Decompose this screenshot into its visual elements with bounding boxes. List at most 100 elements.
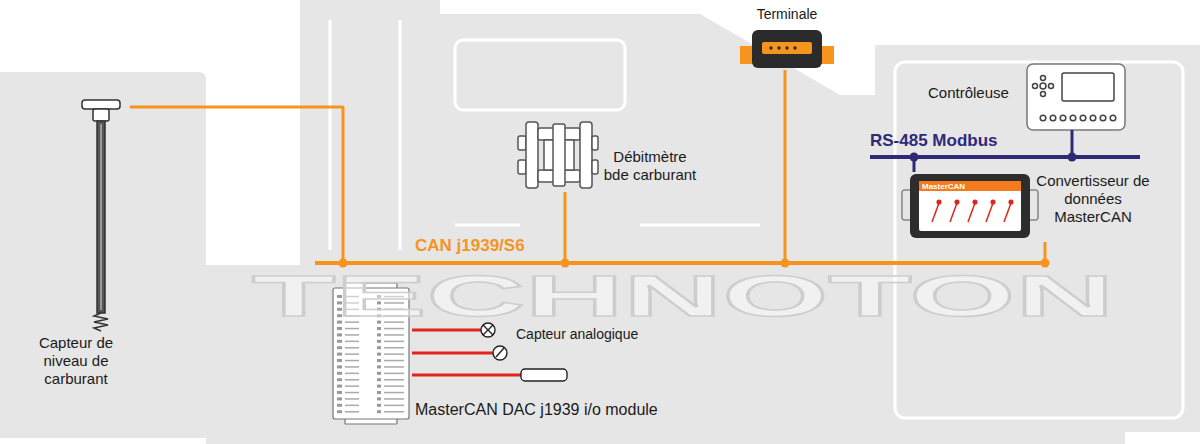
module-pin [337, 321, 342, 324]
bus-band: CAN j1939/S6 [315, 261, 1048, 265]
connector-line [412, 352, 478, 355]
module-pin [337, 308, 342, 311]
fuel-level-sensor [101, 124, 102, 310]
pin-marking [384, 360, 404, 362]
led-indicators [955, 200, 959, 204]
module-pin [337, 346, 342, 349]
led-indicators [1009, 200, 1013, 204]
controller-device [1100, 115, 1106, 121]
analog-sensor-symbols [478, 352, 493, 355]
terminal-device [740, 30, 834, 68]
io-module-node: MasterCAN DAC j1939 i/o module [330, 283, 412, 424]
analog-sensor-symbols [483, 325, 493, 335]
watermark: TECHNOTON [252, 267, 1114, 325]
controller-device [1040, 115, 1046, 121]
analog-sensor-symbols [496, 348, 504, 357]
controller-device [1027, 64, 1125, 130]
io-module [333, 283, 409, 424]
converter-node: MasterCANConvertisseur de données Master… [900, 172, 1152, 242]
terminal-device [769, 46, 772, 49]
module-pin [337, 365, 342, 368]
module-pin [377, 308, 381, 311]
module-pin [337, 391, 342, 394]
io-module [333, 288, 409, 419]
pin-marking [345, 328, 359, 330]
fuel-level-sensor [82, 100, 120, 109]
analog-sensor-symbols [478, 374, 521, 377]
pin-marking [345, 296, 359, 298]
terminal-device [762, 42, 812, 54]
controller-device [1090, 115, 1096, 121]
module-pin [337, 314, 342, 317]
pin-marking [345, 353, 359, 355]
controller-node: Contrôleuse [924, 60, 1128, 130]
module-pin [377, 378, 381, 381]
pin-marking [384, 392, 404, 394]
connector-line [412, 329, 478, 332]
analog-sensor-symbols [521, 369, 567, 381]
fuel-flowmeter [518, 160, 526, 174]
pin-marking [345, 334, 359, 336]
analog-wire [412, 330, 478, 331]
device-label: Terminale [738, 6, 836, 23]
module-pin [377, 372, 381, 375]
pin-marking [345, 366, 359, 368]
fuel-level-sensor [97, 121, 105, 313]
bus-label: CAN j1939/S6 [415, 236, 525, 256]
pin-marking [384, 302, 404, 304]
module-pin [337, 353, 342, 356]
silhouette-detail [330, 20, 1183, 418]
pin-marking [384, 296, 404, 298]
module-pin [337, 327, 342, 330]
controller-device [1070, 115, 1076, 121]
module-pin [337, 340, 342, 343]
pin-marking [345, 398, 359, 400]
pin-marking [384, 385, 404, 387]
module-pin [377, 346, 381, 349]
terminal-device [752, 30, 822, 68]
module-pin [377, 410, 381, 413]
pin-marking [384, 334, 404, 336]
module-pin [337, 333, 342, 336]
pin-marking [345, 302, 359, 304]
data-converter [902, 174, 1038, 238]
analog-sensor-symbols [481, 323, 495, 337]
module-pin [377, 397, 381, 400]
pin-marking [384, 373, 404, 375]
pin-marking [384, 353, 404, 355]
module-pin [337, 372, 342, 375]
terminal-device [777, 46, 780, 49]
connector-line [1044, 242, 1047, 261]
module-pin [337, 404, 342, 407]
controller-device [1041, 92, 1046, 97]
pin-marking [345, 321, 359, 323]
device-label: Capteur analogique [516, 326, 638, 343]
can-wire [561, 192, 570, 268]
controller-device [1033, 84, 1038, 89]
controller-device [1049, 84, 1054, 89]
silhouette-detail [455, 40, 625, 110]
brand-label: MasterCAN [922, 182, 965, 192]
can-wire [781, 70, 790, 268]
device-label: MasterCAN DAC j1939 i/o module [415, 400, 658, 419]
pin-marking [345, 360, 359, 362]
module-pin [377, 327, 381, 330]
module-pin [377, 385, 381, 388]
led-indicators [950, 203, 957, 222]
led-indicators [1004, 203, 1011, 222]
fuel-flowmeter [580, 122, 592, 188]
pin-marking [345, 385, 359, 387]
pin-marking [345, 405, 359, 407]
module-pins [337, 295, 404, 413]
pin-marking [345, 315, 359, 317]
module-pin [337, 385, 342, 388]
module-pin [377, 391, 381, 394]
pin-marking [345, 411, 359, 413]
bus-band: RS-485 Modbus [870, 155, 1140, 159]
data-converter [910, 174, 1030, 238]
terminal-device [793, 46, 796, 49]
pin-marking [384, 341, 404, 343]
